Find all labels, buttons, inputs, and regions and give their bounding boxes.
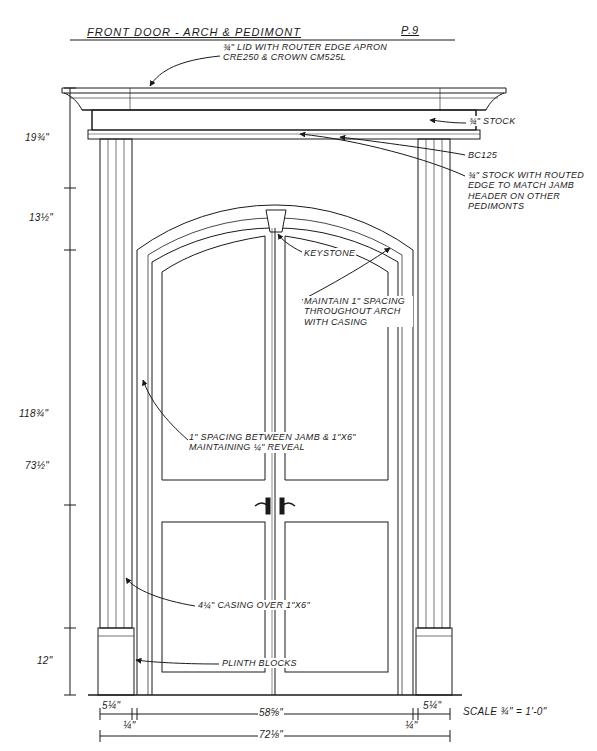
callout-note: ¾" STOCK	[468, 116, 516, 126]
callout-note: 1" SPACING BETWEEN JAMB & 1"X6" MAINTAIN…	[188, 432, 365, 453]
dimension: 58⅝"	[258, 707, 284, 719]
dimension: 12"	[36, 655, 54, 667]
scale-note: SCALE ¾" = 1'-0"	[462, 706, 548, 718]
callout-note: MAINTAIN 1" SPACING THROUGHOUT ARCH WITH…	[303, 296, 413, 327]
dimension: 13½"	[28, 212, 54, 224]
page-number: P.9	[400, 24, 420, 37]
dimension: 5¼"	[422, 700, 442, 712]
callout-note: KEYSTONE	[303, 248, 356, 258]
dimension: ¼"	[122, 720, 137, 732]
callout-note: ¾" STOCK WITH ROUTED EDGE TO MATCH JAMB …	[467, 170, 591, 211]
sheet-title: FRONT DOOR - ARCH & PEDIMONT	[86, 26, 302, 39]
dimension: 73½"	[24, 460, 50, 472]
callout-note: ¾" LID WITH ROUTER EDGE APRON CRE250 & C…	[222, 42, 404, 63]
dimension: 118¾"	[18, 408, 49, 420]
callout-note: 4¼" CASING OVER 1"X6"	[197, 600, 311, 610]
dimension: ¼"	[404, 720, 419, 732]
callout-note: PLINTH BLOCKS	[221, 658, 298, 668]
dimension: 19¾"	[24, 132, 50, 144]
dimension: 5¼"	[101, 700, 121, 712]
callout-note: BC125	[467, 150, 498, 160]
dimension: 72⅛"	[258, 729, 284, 741]
